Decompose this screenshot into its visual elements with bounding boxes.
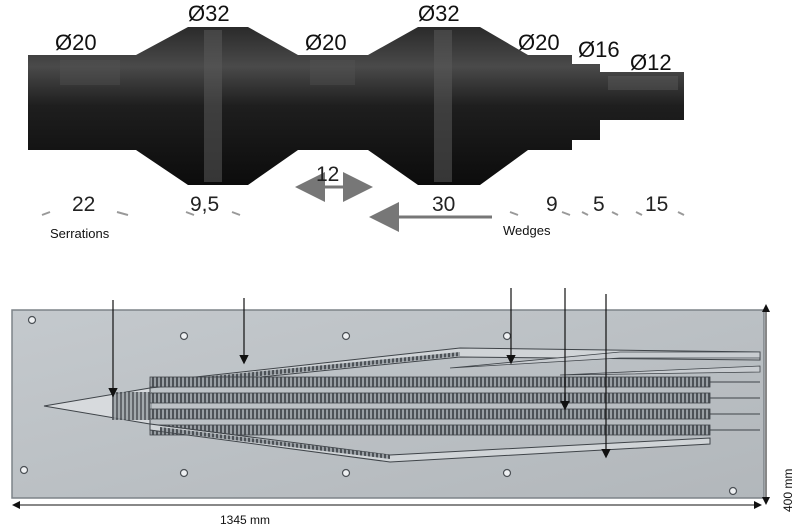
- lower-wedge-serration: [160, 427, 390, 459]
- shaft-body: [28, 27, 684, 185]
- shaft-highlight-1: [204, 30, 222, 182]
- length-label-5: 9: [546, 193, 558, 216]
- wedge-serration-central: [112, 392, 152, 420]
- diameter-label-6: Ø16: [578, 37, 620, 62]
- shaft-highlight-4: [310, 60, 355, 85]
- plate-drawing: 1345 mm 400 mm: [11, 288, 795, 527]
- top-wedge-a: [449, 351, 761, 369]
- wedges-label: Wedges: [503, 223, 551, 238]
- length-label-3: 12: [316, 163, 339, 186]
- mounting-holes: [19, 315, 738, 496]
- shaft-highlight-2: [434, 30, 452, 182]
- plate-height-label: 400 mm: [781, 469, 795, 512]
- length-label-7: 15: [645, 193, 668, 216]
- shaft-highlight-3: [60, 60, 120, 85]
- shaft-highlight-5: [608, 76, 678, 90]
- diameter-label-7: Ø12: [630, 50, 672, 75]
- diameter-label-1: Ø20: [55, 30, 97, 55]
- diameter-label-4: Ø32: [418, 1, 460, 26]
- length-dimension-ticks: [41, 211, 685, 216]
- callout-arrows: [108, 288, 611, 459]
- diameter-label-2: Ø32: [188, 1, 230, 26]
- serrations-label: Serrations: [50, 226, 110, 241]
- length-label-2: 9,5: [190, 193, 219, 216]
- length-label-1: 22: [72, 193, 95, 216]
- top-wedge-b: [559, 365, 761, 376]
- length-label-4: 30: [432, 193, 455, 216]
- diameter-label-3: Ø20: [305, 30, 347, 55]
- diameter-label-5: Ø20: [518, 30, 560, 55]
- plate-width-label: 1345 mm: [220, 513, 270, 527]
- length-label-6: 5: [593, 193, 605, 216]
- shaft-drawing: Ø20 Ø32 Ø20 Ø32 Ø20 Ø16 Ø12 22 9,5 12: [28, 1, 685, 241]
